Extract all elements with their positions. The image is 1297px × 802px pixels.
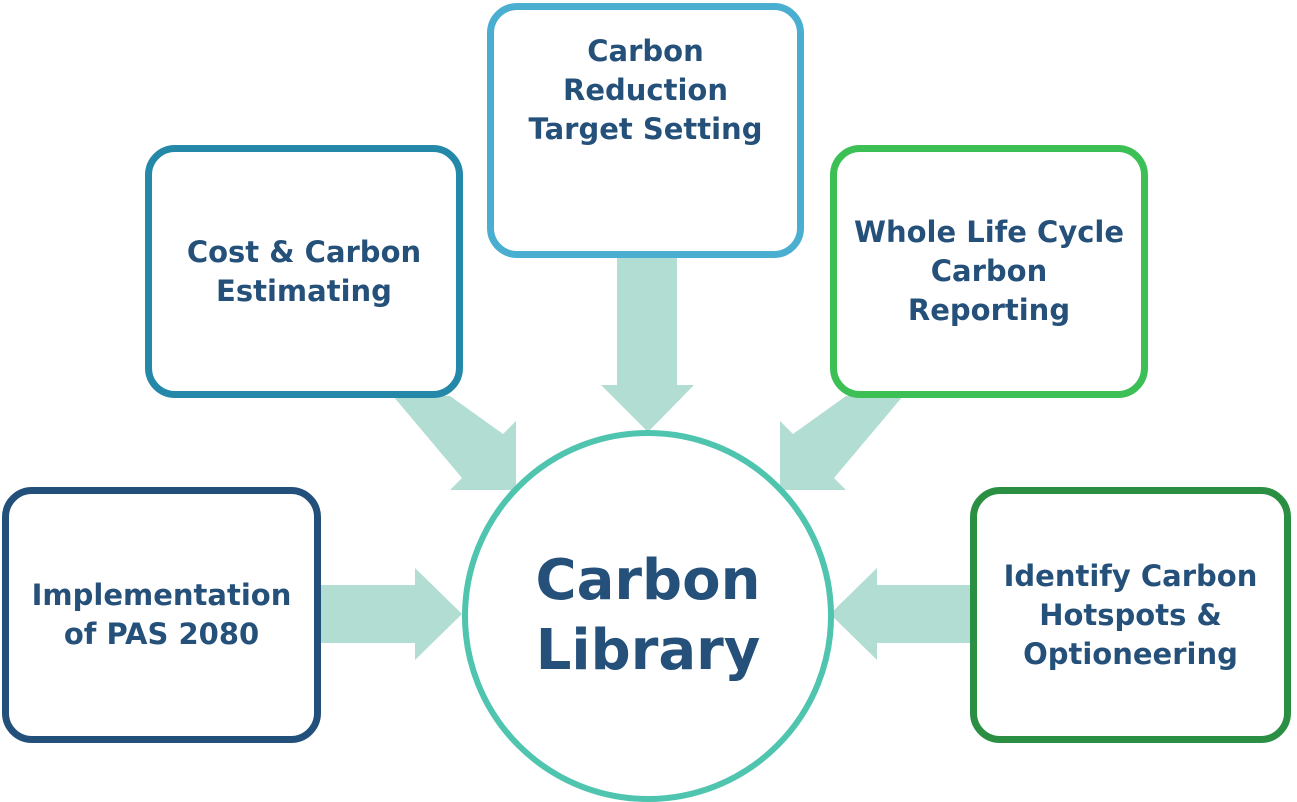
- arrow-diagonal-right: [780, 396, 903, 490]
- arrow-top: [601, 255, 694, 432]
- node-label: Whole Life Cycle Carbon Reporting: [853, 215, 1125, 327]
- node-label: Identify Carbon Hotspots & Optioneering: [1003, 558, 1258, 671]
- arrow-right: [830, 568, 972, 660]
- node-label: Implementation of PAS 2080: [31, 578, 292, 651]
- node-identify-carbon-hotspots: Identify Carbon Hotspots & Optioneering: [970, 487, 1291, 743]
- node-implementation-pas-2080: Implementation of PAS 2080: [2, 487, 321, 743]
- arrow-diagonal-left: [393, 396, 516, 490]
- center-carbon-library: Carbon Library: [462, 430, 834, 802]
- node-whole-life-cycle-carbon-reporting: Whole Life Cycle Carbon Reporting: [830, 145, 1148, 398]
- node-carbon-reduction-target-setting: Carbon Reduction Target Setting: [487, 3, 804, 258]
- node-label: Carbon Reduction Target Setting: [528, 34, 763, 146]
- arrow-left: [318, 568, 462, 660]
- node-cost-carbon-estimating: Cost & Carbon Estimating: [145, 145, 463, 398]
- center-label: Carbon Library: [535, 548, 761, 683]
- node-label: Cost & Carbon Estimating: [186, 234, 422, 308]
